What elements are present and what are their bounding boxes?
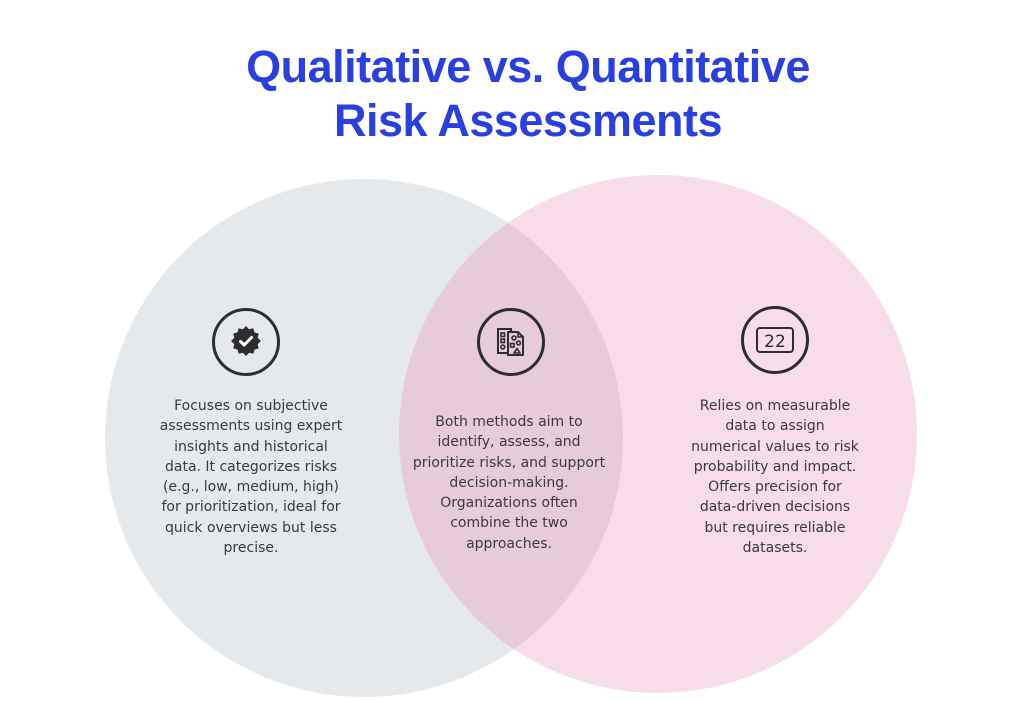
text-line: quick overviews but less: [165, 519, 337, 536]
text-line: numerical values to risk: [691, 438, 859, 455]
quantitative-description: Relies on measurable data to assign nume…: [660, 396, 890, 558]
text-line: Relies on measurable: [699, 398, 851, 414]
text-line: decision-making.: [449, 474, 569, 491]
text-line: Organizations often: [440, 495, 578, 512]
overlap-icon-ring: [477, 308, 545, 376]
text-line: insights and historical: [174, 438, 328, 455]
text-line: precise.: [223, 540, 279, 557]
text-line: combine the two: [450, 515, 568, 532]
qualitative-description: Focuses on subjective assessments using …: [131, 396, 371, 558]
title-line-1: Qualitative vs. Quantitative: [246, 41, 810, 92]
text-line: Offers precision for: [708, 479, 842, 496]
text-line: datasets.: [742, 540, 808, 557]
text-line: probability and impact.: [693, 458, 857, 475]
overlap-description: Both methods aim to identify, assess, an…: [394, 412, 624, 554]
text-line: data. It categorizes risks: [164, 458, 338, 475]
page-title: Qualitative vs. Quantitative Risk Assess…: [0, 40, 1024, 148]
text-line: data-driven decisions: [699, 499, 851, 516]
text-line: (e.g., low, medium, high): [163, 479, 339, 496]
text-line: identify, assess, and: [437, 434, 581, 451]
text-line: approaches.: [466, 535, 552, 552]
documents-shapes-icon: [497, 328, 524, 356]
title-line-2: Risk Assessments: [333, 95, 723, 146]
text-line: Both methods aim to: [435, 414, 583, 430]
text-line: but requires reliable: [704, 519, 846, 536]
quantitative-icon-ring: 22: [741, 306, 809, 374]
qualitative-icon-ring: [212, 308, 280, 376]
text-line: data to assign: [725, 418, 825, 435]
overlap-region: [399, 179, 623, 693]
number-box-icon: 22: [756, 327, 794, 353]
number-box-value: 22: [764, 332, 786, 352]
text-line: for prioritization, ideal for: [161, 499, 341, 516]
text-line: assessments using expert: [159, 418, 343, 435]
text-line: Focuses on subjective: [174, 398, 328, 414]
text-line: prioritize risks, and support: [412, 454, 606, 471]
verified-badge-icon: [231, 326, 261, 356]
